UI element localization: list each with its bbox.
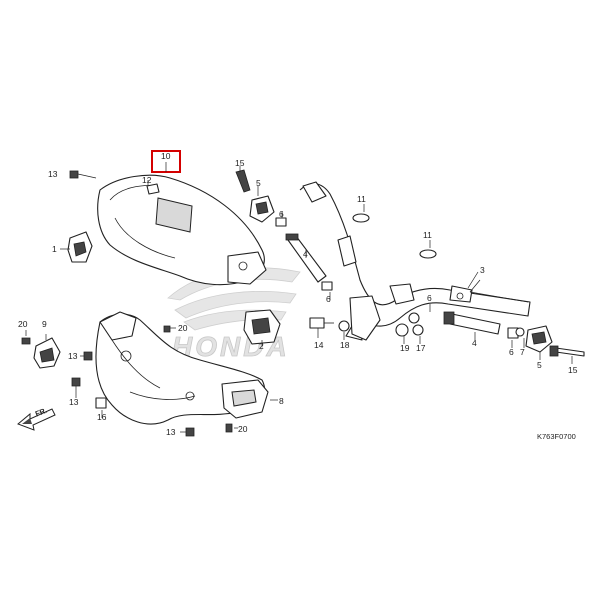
label-15-right[interactable]: 15	[568, 365, 578, 375]
label-5-right[interactable]: 5	[537, 360, 542, 370]
label-11-lower[interactable]: 11	[423, 230, 432, 240]
label-16[interactable]: 16	[97, 412, 107, 422]
part-14-bolt[interactable]	[309, 317, 334, 329]
part-6-rubber[interactable]	[275, 217, 519, 339]
part-17-collar[interactable]	[412, 324, 424, 336]
label-6-upper[interactable]: 6	[279, 209, 284, 219]
label-4-left[interactable]: 4	[303, 249, 308, 259]
label-6-mid[interactable]: 6	[427, 293, 432, 303]
part-8-cover[interactable]	[221, 379, 269, 419]
label-3[interactable]: 3	[480, 265, 485, 275]
label-1[interactable]: 1	[52, 244, 57, 254]
label-13-upper[interactable]: 13	[48, 169, 58, 179]
label-4-right[interactable]: 4	[472, 338, 477, 348]
part-5-weight-right[interactable]	[525, 325, 553, 353]
part-11-nuts[interactable]	[352, 213, 437, 259]
bolt-13-upper[interactable]	[69, 170, 97, 179]
screws[interactable]	[21, 325, 233, 437]
part-labels: 1 2 3 4 4 5 5 6 6 6 6 7 8 9 10 11 11 12 …	[18, 151, 578, 437]
handlebar-pipe[interactable]	[299, 181, 531, 341]
part-18-collar[interactable]	[338, 320, 350, 332]
label-18[interactable]: 18	[340, 340, 350, 350]
label-10[interactable]: 10	[161, 151, 171, 161]
part-9-bracket[interactable]	[33, 337, 61, 369]
label-14[interactable]: 14	[314, 340, 324, 350]
label-2[interactable]: 2	[259, 341, 264, 351]
label-12[interactable]: 12	[142, 175, 152, 185]
label-8[interactable]: 8	[279, 396, 284, 406]
part-5-weight-upper[interactable]	[249, 195, 275, 223]
label-9[interactable]: 9	[42, 319, 47, 329]
part-15-bolts[interactable]	[235, 169, 585, 357]
label-6-shaft[interactable]: 6	[326, 294, 331, 304]
leader-lines	[25, 162, 573, 433]
part-16-nut[interactable]	[95, 397, 107, 409]
handlebar-upper-cover[interactable]	[97, 174, 267, 286]
label-5-upper[interactable]: 5	[256, 178, 261, 188]
label-20-left[interactable]: 20	[18, 319, 28, 329]
diagram-code: K763F0700	[537, 432, 576, 441]
part-4-shaft-left[interactable]	[285, 233, 327, 283]
part-4-shaft-right[interactable]	[443, 311, 501, 335]
label-13-mid[interactable]: 13	[68, 351, 78, 361]
label-19[interactable]: 19	[400, 343, 410, 353]
part-7-washers[interactable]	[408, 312, 525, 337]
label-11-upper[interactable]: 11	[357, 194, 366, 204]
label-13-lower[interactable]: 13	[69, 397, 79, 407]
part-19-collar[interactable]	[395, 323, 409, 337]
label-17[interactable]: 17	[416, 343, 426, 353]
label-15-upper[interactable]: 15	[235, 158, 245, 168]
label-20-bottom[interactable]: 20	[238, 424, 248, 434]
label-13-bottom[interactable]: 13	[166, 427, 176, 437]
label-7-right[interactable]: 7	[520, 347, 525, 357]
front-direction-arrow: FR.	[17, 406, 56, 431]
label-6-right[interactable]: 6	[509, 347, 514, 357]
label-20-mid[interactable]: 20	[178, 323, 188, 333]
fr-label: FR.	[34, 406, 49, 419]
part-1-clip[interactable]	[67, 231, 93, 263]
part-2-switch[interactable]	[243, 309, 281, 345]
